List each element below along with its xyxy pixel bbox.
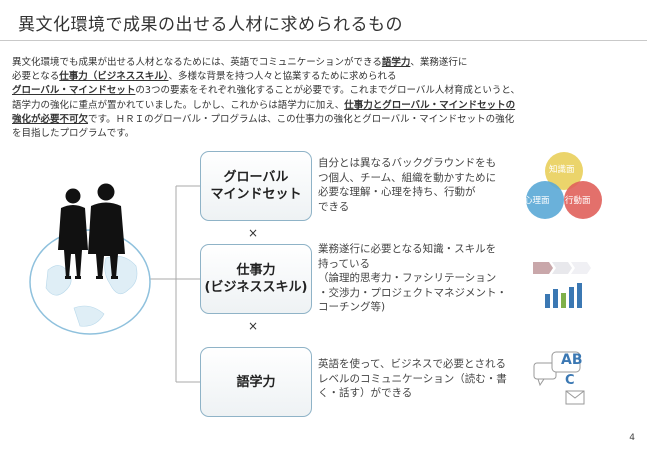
- pillar-language-skill: 語学力: [200, 347, 312, 417]
- pillar-title-line: 仕事力: [236, 263, 276, 278]
- intro-text: 必要となる: [12, 71, 60, 83]
- description-line: 自分とは異なるバックグラウンドをも: [318, 157, 497, 169]
- intro-text: 語学力の強化に重点が置かれていました。しかし、これからは語学力に加え、: [12, 99, 345, 111]
- intro-line-6: を目指したプログラムです。: [12, 128, 135, 140]
- intro-text: 、多様な背景を持つ人々と協業するために求められる: [168, 71, 397, 83]
- venn-label-mind: 心理面: [524, 196, 550, 206]
- description-line: できる: [318, 200, 350, 213]
- description-line: 必要な理解・心理を持ち、行動が: [318, 186, 476, 198]
- globe-business-people-illustration: [29, 183, 151, 335]
- intro-emphasis-mindset: グローバル・マインドセット: [12, 85, 136, 97]
- description-line: コーチング等): [318, 301, 386, 313]
- business-skills-chart-icon: [533, 262, 591, 308]
- pillar-business-skill: 仕事力 (ビジネススキル): [200, 244, 312, 314]
- venn-diagram-icon: 知識面 心理面 行動面: [524, 150, 604, 222]
- intro-emphasis-language: 語学力: [381, 57, 411, 68]
- pillar-description-business-skill: 業務遂行に必要となる知識・スキルを 持っている （論理的思考力・ファシリテーショ…: [318, 242, 533, 315]
- language-icon-c: C: [565, 373, 575, 388]
- times-symbol: ×: [248, 319, 259, 333]
- description-line: （論理的思考力・ファシリテーション: [318, 272, 497, 284]
- pillar-description-language: 英語を使って、ビジネスで必要とされる レベルのコミュニケーション（読む・書 く・…: [318, 357, 533, 401]
- description-line: つ個人、チーム、組織を動かすために: [318, 171, 497, 184]
- pillar-title-line: マインドセット: [210, 187, 302, 202]
- intro-line-3: グローバル・マインドセットの3つの要素をそれぞれ強化することが必要です。これまで…: [12, 84, 632, 98]
- description-line: く・話す）ができる: [318, 387, 413, 399]
- language-communication-icon: [533, 351, 585, 405]
- intro-line-4: 語学力の強化に重点が置かれていました。しかし、これからは語学力に加え、仕事力とグ…: [12, 99, 632, 113]
- description-line: 英語を使って、ビジネスで必要とされる: [318, 358, 506, 370]
- venn-circles: [526, 152, 602, 219]
- intro-emphasis-essential: 強化が必要不可欠: [12, 113, 89, 125]
- description-line: レベルのコミュニケーション（読む・書: [318, 372, 507, 385]
- times-symbol: ×: [248, 226, 259, 240]
- intro-text: 異文化環境でも成果が出せる人材となるためには、英語でコミュニケーションができる: [12, 57, 382, 68]
- intro-emphasis-business-skill: 仕事力（ビジネススキル）: [59, 71, 169, 83]
- intro-line-5: 強化が必要不可欠です。ＨＲＩのグローバル・プログラムは、この仕事力の強化とグロー…: [12, 113, 632, 127]
- title-divider: [0, 40, 647, 41]
- description-line: 業務遂行に必要となる知識・スキルを: [318, 243, 497, 255]
- pillar-title-line: (ビジネススキル): [204, 280, 308, 295]
- intro-text: です。ＨＲＩのグローバル・プログラムは、この仕事力の強化とグローバル・マインドセ…: [88, 113, 515, 125]
- intro-paragraph: 異文化環境でも成果が出せる人材となるためには、英語でコミュニケーションができる語…: [12, 56, 632, 141]
- language-icon-ab: AB: [561, 352, 583, 368]
- pillar-description-mindset: 自分とは異なるバックグラウンドをも つ個人、チーム、組織を動かすために 必要な理…: [318, 156, 533, 214]
- pillar-title-line: グローバル: [223, 170, 289, 185]
- intro-text: 、業務遂行に: [410, 57, 468, 68]
- intro-line-2: 必要となる仕事力（ビジネススキル）、多様な背景を持つ人々と協業するために求められ…: [12, 70, 632, 84]
- description-line: ・交渉力・プロジェクトマネジメント・: [318, 286, 507, 299]
- pillar-global-mindset: グローバル マインドセット: [200, 151, 312, 221]
- intro-emphasis-skill-and-mindset: 仕事力とグローバル・マインドセットの: [344, 99, 516, 111]
- page-number: 4: [629, 433, 635, 443]
- venn-label-action: 行動面: [565, 196, 591, 206]
- intro-text: の3つの要素をそれぞれ強化することが必要です。これまでグローバル人材育成というと…: [135, 85, 521, 97]
- pillar-title-line: 語学力: [236, 374, 276, 390]
- description-line: 持っている: [318, 257, 370, 270]
- intro-line-1: 異文化環境でも成果が出せる人材となるためには、英語でコミュニケーションができる語…: [12, 56, 632, 70]
- venn-label-knowledge: 知識面: [549, 165, 575, 175]
- page-title: 異文化環境で成果の出せる人材に求められるもの: [18, 15, 403, 35]
